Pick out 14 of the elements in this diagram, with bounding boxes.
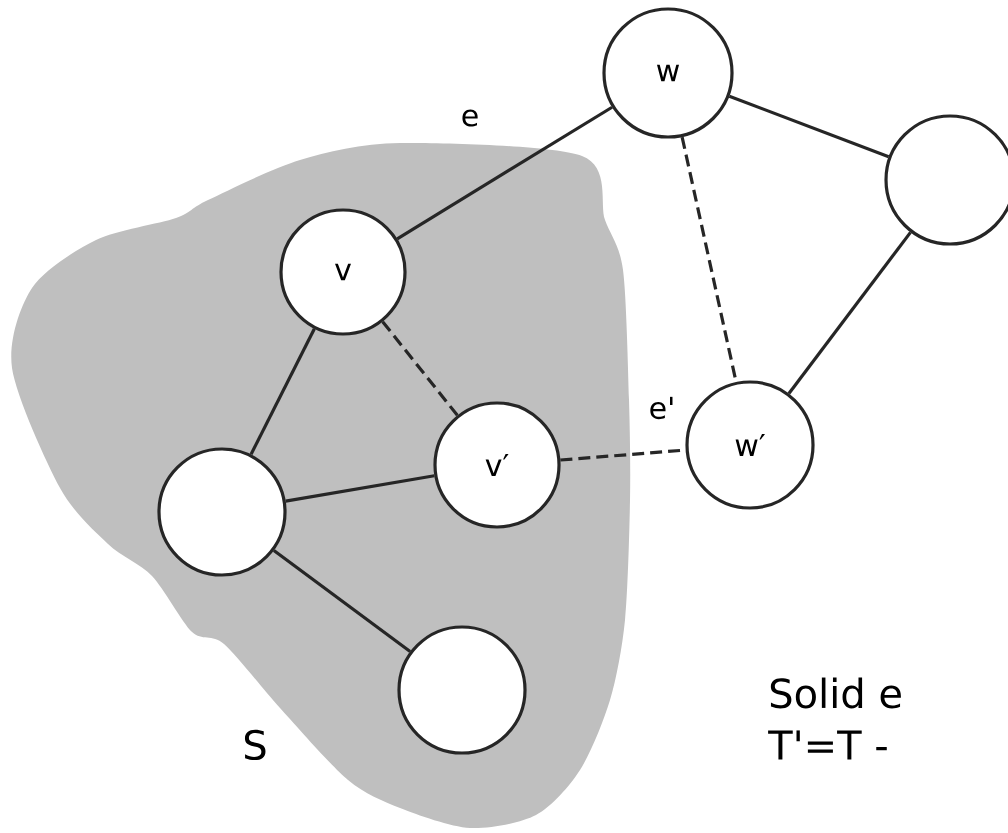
edge-line	[787, 231, 912, 395]
edge-line	[272, 549, 412, 653]
edge-line	[285, 474, 435, 503]
edge-label: e	[462, 109, 478, 127]
edge-line	[249, 328, 316, 456]
edge-line	[728, 94, 890, 159]
vertex-circle	[157, 447, 287, 577]
note-text: Solid e	[770, 677, 901, 709]
vertex-circle	[397, 625, 527, 755]
edge-line	[396, 105, 613, 241]
dashed-edge	[381, 320, 459, 417]
note-text: T'=T -	[768, 730, 887, 760]
edge-label: e'	[650, 396, 673, 420]
region-label: S	[244, 729, 266, 761]
